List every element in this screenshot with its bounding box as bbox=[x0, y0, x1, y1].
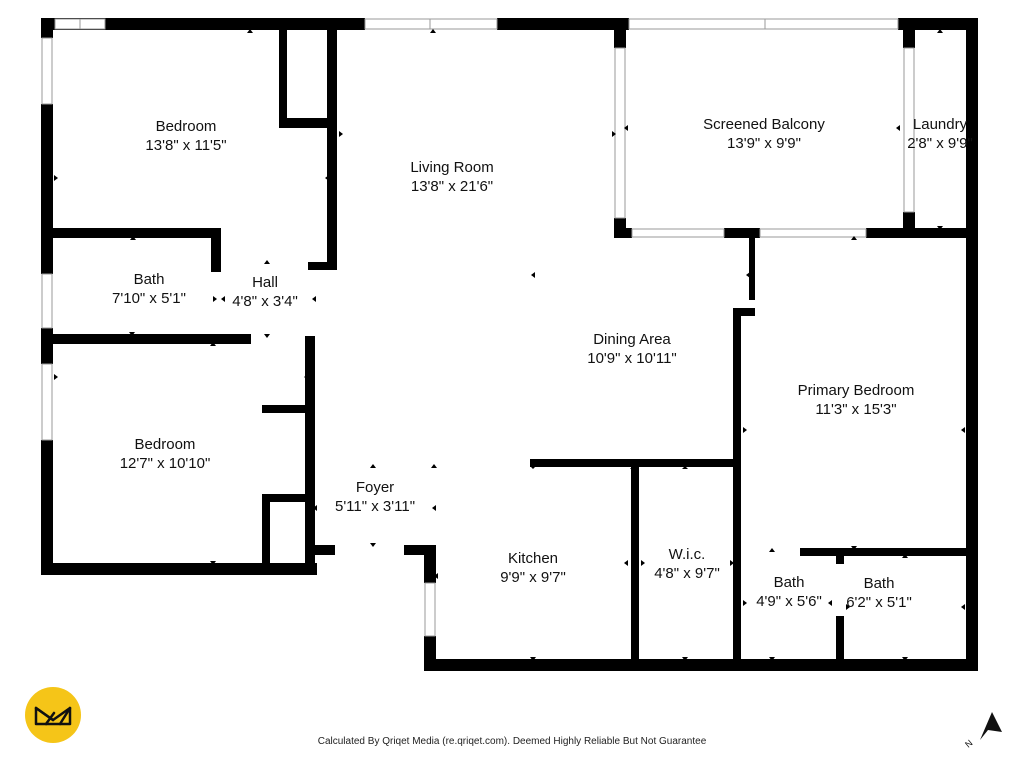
balcony-slider-right bbox=[903, 47, 915, 213]
window-top-3 bbox=[628, 18, 899, 30]
room-label-foyer: Foyer 5'11" x 3'11" bbox=[335, 478, 415, 516]
room-size: 12'7" x 10'10" bbox=[119, 455, 211, 472]
walls bbox=[41, 18, 978, 671]
room-label-living-room: Living Room 13'8" x 21'6" bbox=[410, 158, 493, 196]
room-name: Bath bbox=[863, 575, 895, 592]
wall-baths-divider-upper bbox=[836, 556, 844, 564]
wall-bottom-left bbox=[41, 563, 317, 575]
room-name: Laundry bbox=[912, 116, 968, 133]
balcony-door-2 bbox=[759, 228, 867, 238]
room-size: 4'9" x 5'6" bbox=[756, 593, 822, 610]
window-top-2 bbox=[364, 18, 498, 30]
room-name: Kitchen bbox=[507, 550, 559, 567]
room-label-hall: Hall 4'8" x 3'4" bbox=[232, 273, 298, 311]
wall-closet-2-top bbox=[262, 405, 315, 413]
room-name: Screened Balcony bbox=[703, 116, 825, 133]
room-label-dining: Dining Area 10'9" x 10'11" bbox=[587, 330, 677, 368]
window-left-3 bbox=[41, 363, 53, 441]
dimension-ticks bbox=[54, 29, 965, 661]
room-size: 13'8" x 11'5" bbox=[145, 137, 227, 154]
wall-laundry-left-top bbox=[903, 18, 915, 48]
wall-closet-1 bbox=[279, 118, 337, 128]
wall-bed1-bottom bbox=[41, 228, 221, 238]
room-size: 10'9" x 10'11" bbox=[587, 350, 677, 367]
window-left-1 bbox=[41, 37, 53, 105]
wall-closet-1-v bbox=[279, 18, 287, 128]
wall-top-mid bbox=[497, 18, 629, 30]
wall-kitchen-left-lower bbox=[424, 636, 436, 671]
wall-bottom-right bbox=[424, 659, 978, 671]
wall-foyer-left bbox=[305, 336, 315, 575]
room-name: Bedroom bbox=[155, 118, 217, 135]
room-size: 4'8" x 9'7" bbox=[654, 565, 720, 582]
room-name: Bedroom bbox=[134, 436, 196, 453]
wall-baths-divider-lower bbox=[836, 616, 844, 671]
wall-laundry-left-bottom bbox=[903, 212, 915, 232]
room-label-bedroom-1: Bedroom 13'8" x 11'5" bbox=[145, 117, 226, 155]
wall-bath1-bottom bbox=[41, 334, 251, 344]
balcony-door-1 bbox=[631, 228, 725, 238]
room-label-bedroom-2: Bedroom 12'7" x 10'10" bbox=[120, 435, 211, 473]
wall-primary-stub bbox=[749, 238, 755, 300]
room-label-bath-3: Bath 6'2" x 5'1" bbox=[846, 574, 912, 612]
room-name: Primary Bedroom bbox=[797, 382, 915, 399]
wall-balcony-bottom-mid bbox=[724, 228, 760, 238]
wall-left-3 bbox=[41, 328, 53, 364]
compass-letter: N bbox=[963, 738, 974, 750]
room-size: 13'9" x 9'9" bbox=[727, 135, 801, 152]
wall-left-2 bbox=[41, 104, 53, 274]
balcony-slider-left bbox=[614, 47, 626, 219]
room-size: 13'8" x 21'6" bbox=[410, 178, 494, 195]
window-left-2 bbox=[41, 273, 53, 329]
room-name: Foyer bbox=[355, 479, 395, 496]
wall-right bbox=[966, 18, 978, 670]
wall-closet-2-v bbox=[262, 494, 270, 569]
wall-hall-bottom-right bbox=[305, 336, 315, 344]
wall-left-1 bbox=[41, 18, 53, 38]
room-size: 7'10" x 5'1" bbox=[112, 290, 186, 307]
wall-closet-2-mid bbox=[262, 494, 315, 502]
wall-bath1-right bbox=[211, 228, 221, 272]
room-name: W.i.c. bbox=[668, 546, 706, 563]
qriqet-logo-icon bbox=[25, 687, 81, 743]
room-label-bath-1: Bath 7'10" x 5'1" bbox=[112, 270, 186, 308]
room-name: Bath bbox=[133, 271, 165, 288]
wall-bed1-right bbox=[327, 18, 337, 270]
wall-wic-left bbox=[631, 459, 639, 671]
room-name: Dining Area bbox=[593, 331, 671, 348]
room-size: 4'8" x 3'4" bbox=[232, 293, 298, 310]
wall-primary-left-step bbox=[733, 308, 755, 316]
wall-balcony-bottom-left bbox=[614, 228, 632, 238]
room-name: Hall bbox=[252, 274, 278, 291]
north-arrow-icon: N bbox=[963, 712, 1002, 750]
room-label-bath-2: Bath 4'9" x 5'6" bbox=[756, 573, 822, 611]
wall-top-right bbox=[898, 18, 978, 30]
room-label-kitchen: Kitchen 9'9" x 9'7" bbox=[500, 549, 566, 587]
room-label-primary-bedroom: Primary Bedroom 11'3" x 15'3" bbox=[798, 381, 915, 419]
window-kitchen bbox=[424, 582, 436, 637]
room-name: Bath bbox=[773, 574, 805, 591]
wall-balcony-left-top bbox=[614, 18, 626, 48]
wall-foyer-left-step bbox=[305, 545, 335, 555]
room-label-laundry: Laundry 2'8" x 9'9" bbox=[907, 115, 973, 153]
room-name: Living Room bbox=[410, 159, 494, 176]
room-size: 9'9" x 9'7" bbox=[500, 569, 566, 586]
wall-foyer-step bbox=[404, 545, 436, 555]
wall-primary-left bbox=[733, 308, 741, 671]
room-size: 5'11" x 3'11" bbox=[334, 498, 416, 515]
wall-hall-right bbox=[308, 262, 337, 270]
wall-baths-top bbox=[800, 548, 978, 556]
room-label-balcony: Screened Balcony 13'9" x 9'9" bbox=[703, 115, 825, 153]
room-size: 6'2" x 5'1" bbox=[846, 594, 912, 611]
wall-balcony-bottom-right bbox=[866, 228, 978, 238]
windows bbox=[41, 18, 915, 637]
room-label-wic: W.i.c. 4'8" x 9'7" bbox=[654, 545, 720, 583]
room-size: 2'8" x 9'9" bbox=[907, 135, 973, 152]
room-size: 11'3" x 15'3" bbox=[815, 401, 897, 418]
footer-disclaimer: Calculated By Qriqet Media (re.qriqet.co… bbox=[317, 736, 707, 747]
wall-left-4 bbox=[41, 440, 53, 575]
